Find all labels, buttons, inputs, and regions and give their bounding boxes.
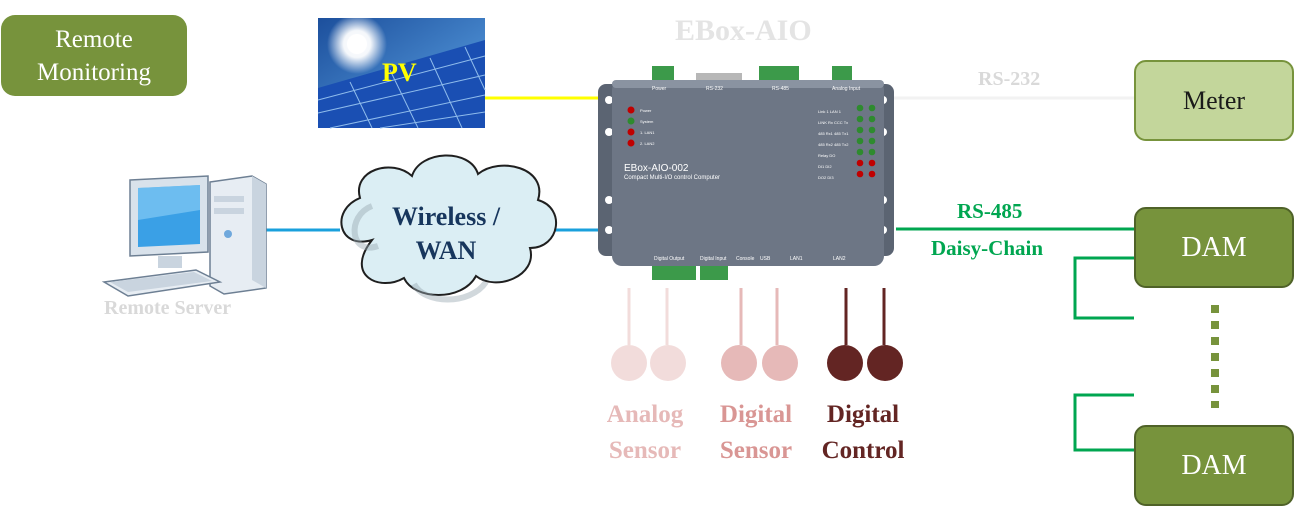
device-model: EBox-AIO-002 bbox=[624, 163, 689, 174]
led-label-power: Power bbox=[640, 108, 652, 113]
port-lan1: LAN1 bbox=[790, 256, 803, 262]
digital-sensor-graphic bbox=[721, 288, 798, 381]
device-subtitle: Compact Multi-I/O control Computer bbox=[624, 175, 721, 181]
ebox-device bbox=[598, 66, 894, 280]
daisy-chain-bracket-top bbox=[1073, 256, 1134, 320]
analog-sensor-line2: Sensor bbox=[608, 437, 682, 464]
cloud-label: Wireless / WAN bbox=[368, 200, 524, 268]
dam-box-2: DAM bbox=[1134, 425, 1294, 506]
digital-sensor-label: Digital Sensor bbox=[706, 397, 806, 469]
led-label-system: System bbox=[640, 119, 654, 124]
digital-control-line2: Control bbox=[821, 437, 905, 464]
remote-monitoring-badge: Remote Monitoring bbox=[1, 15, 187, 96]
remote-monitoring-line1: Remote bbox=[55, 25, 133, 53]
port-rs485: RS-485 bbox=[772, 86, 789, 92]
analog-sensor-graphic bbox=[611, 288, 686, 381]
led-label-right-6: DI1 DI2 bbox=[818, 164, 832, 169]
led-label-right-1: Link 1 LAN 1 bbox=[818, 109, 841, 114]
remote-server-label: Remote Server bbox=[104, 297, 232, 319]
led-label-right-4: 485 Rx2 485 Tx2 bbox=[818, 142, 849, 147]
remote-monitoring-line2: Monitoring bbox=[37, 58, 151, 86]
led-label-lan1: 1. LAN1 bbox=[640, 130, 655, 135]
dam-box-1: DAM bbox=[1134, 207, 1294, 288]
led-label-lan2: 2. LAN2 bbox=[640, 141, 655, 146]
port-analog-input: Analog Input bbox=[832, 86, 861, 92]
rs232-label: RS-232 bbox=[978, 68, 1041, 90]
analog-sensor-label: Analog Sensor bbox=[590, 397, 700, 469]
port-power: Power bbox=[652, 86, 667, 92]
dam-label: DAM bbox=[1181, 449, 1247, 481]
daisy-chain-bracket-bottom bbox=[1073, 393, 1134, 452]
rs485-label: RS-485 bbox=[957, 199, 1023, 223]
analog-sensor-line1: Analog bbox=[606, 401, 684, 428]
pv-label: PV bbox=[382, 58, 417, 87]
cloud-label-line2: WAN bbox=[415, 236, 477, 265]
port-digital-output: Digital Output bbox=[654, 256, 685, 262]
diagram-title: EBox-AIO bbox=[675, 14, 812, 47]
pv-panel-image bbox=[317, 14, 486, 129]
led-label-right-7: DO2 DI3 bbox=[818, 175, 834, 180]
meter-label: Meter bbox=[1182, 85, 1246, 115]
led-label-right-2: LINK Rx CCC Tx bbox=[818, 120, 849, 125]
cloud-label-line1: Wireless / bbox=[391, 202, 501, 231]
digital-control-graphic bbox=[827, 288, 903, 381]
led-label-right-3: 485 Rx1 485 Tx1 bbox=[818, 131, 849, 136]
port-usb: USB bbox=[760, 256, 771, 262]
led-label-right: Link 1 LAN 1 LINK Rx CCC Tx 485 Rx1 485 … bbox=[818, 106, 856, 183]
cloud-shape bbox=[340, 154, 557, 303]
digital-sensor-line2: Sensor bbox=[719, 437, 793, 464]
daisy-chain-label: Daisy-Chain bbox=[931, 236, 1044, 260]
port-digital-input: Digital Input bbox=[700, 256, 727, 262]
port-rs232: RS-232 bbox=[706, 86, 723, 92]
remote-server-computer bbox=[101, 175, 267, 297]
digital-control-line1: Digital bbox=[826, 401, 900, 428]
port-lan2: LAN2 bbox=[833, 256, 846, 262]
led-label-right-5: Relay DO bbox=[818, 153, 836, 158]
digital-control-label: Digital Control bbox=[808, 397, 918, 469]
digital-sensor-line1: Digital bbox=[719, 401, 793, 428]
port-console: Console bbox=[736, 256, 755, 262]
meter-box: Meter bbox=[1134, 60, 1294, 141]
dam-label: DAM bbox=[1181, 231, 1247, 263]
